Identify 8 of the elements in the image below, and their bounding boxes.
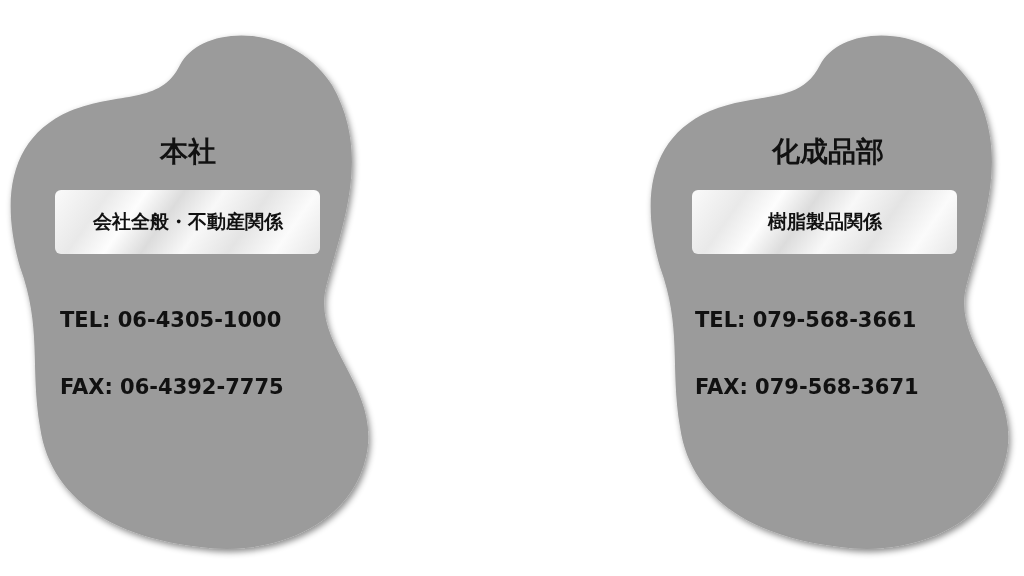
phone-number: TEL: 079-568-3661: [695, 308, 917, 332]
fax-number: FAX: 079-568-3671: [695, 375, 919, 399]
fax-number: FAX: 06-4392-7775: [60, 375, 284, 399]
phone-number: TEL: 06-4305-1000: [60, 308, 282, 332]
label-box: 会社全般・不動産関係: [55, 190, 320, 254]
heading: 化成品部: [770, 134, 885, 170]
heading: 本社: [158, 134, 217, 170]
label-box: 樹脂製品関係: [692, 190, 957, 254]
